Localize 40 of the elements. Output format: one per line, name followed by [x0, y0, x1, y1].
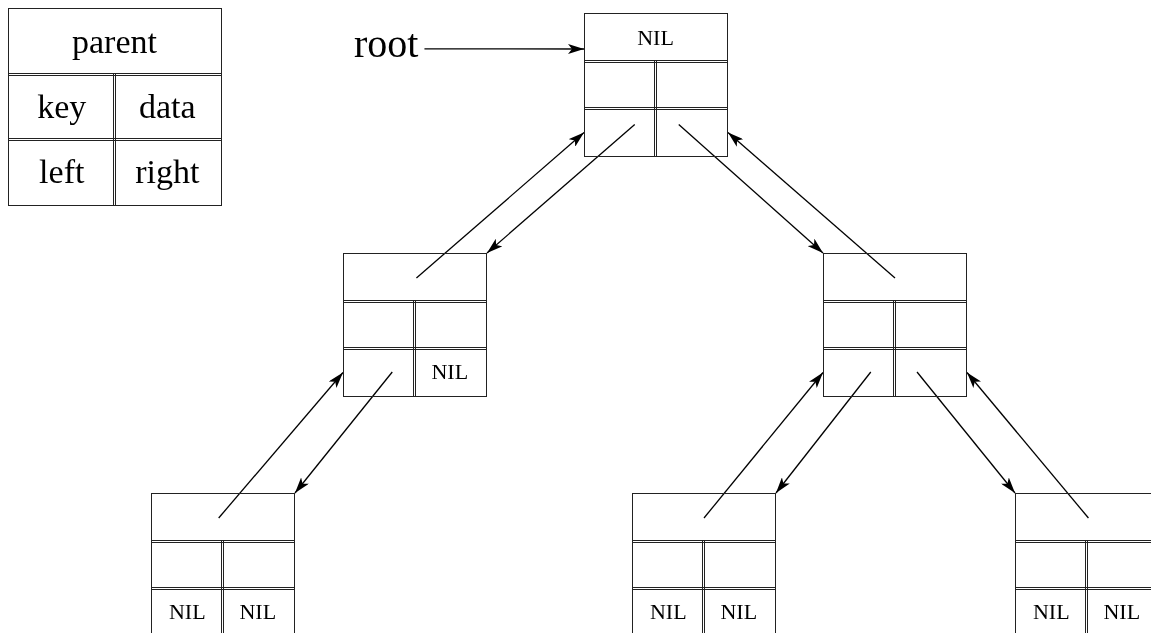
table-cell [150, 539, 224, 590]
table-cell [413, 299, 487, 350]
table-cell: NIL [702, 586, 776, 633]
table-cell [342, 299, 416, 350]
table-cell: NIL [631, 586, 705, 633]
table-cell [631, 539, 705, 590]
table-cell: right [113, 137, 222, 206]
table-cell [1085, 539, 1151, 590]
table-cell: NIL [413, 346, 487, 397]
table-cell [583, 106, 657, 157]
table-cell [583, 59, 657, 110]
table-cell: NIL [150, 586, 224, 633]
table-cell [221, 539, 295, 590]
pointer-arrow [703, 371, 824, 519]
pointer-arrow [486, 123, 636, 254]
pointer-arrow [727, 131, 896, 279]
pointer-arrow [966, 371, 1090, 519]
table-cell: data [113, 72, 222, 141]
table-cell [654, 59, 728, 110]
pointer-label: root [354, 24, 419, 64]
pointer-arrow [678, 123, 824, 254]
table-cell [702, 539, 776, 590]
table-cell [822, 299, 896, 350]
pointer-arrow [415, 131, 585, 279]
table-cell [654, 106, 728, 157]
table-cell: key [7, 72, 116, 141]
table-cell [342, 346, 416, 397]
table-cell: NIL [1014, 586, 1088, 633]
pointer-arrow [916, 371, 1016, 494]
pointer-arrow [775, 371, 872, 494]
pointer-arrow [423, 44, 585, 54]
pointer-arrow [294, 371, 393, 494]
pointer-arrow [218, 371, 344, 519]
table-cell [893, 299, 967, 350]
table-cell: left [7, 137, 116, 206]
table-cell [1014, 539, 1088, 590]
table-cell [822, 346, 896, 397]
table-cell: NIL [221, 586, 295, 633]
table-cell [893, 346, 967, 397]
table-cell: NIL [1085, 586, 1151, 633]
